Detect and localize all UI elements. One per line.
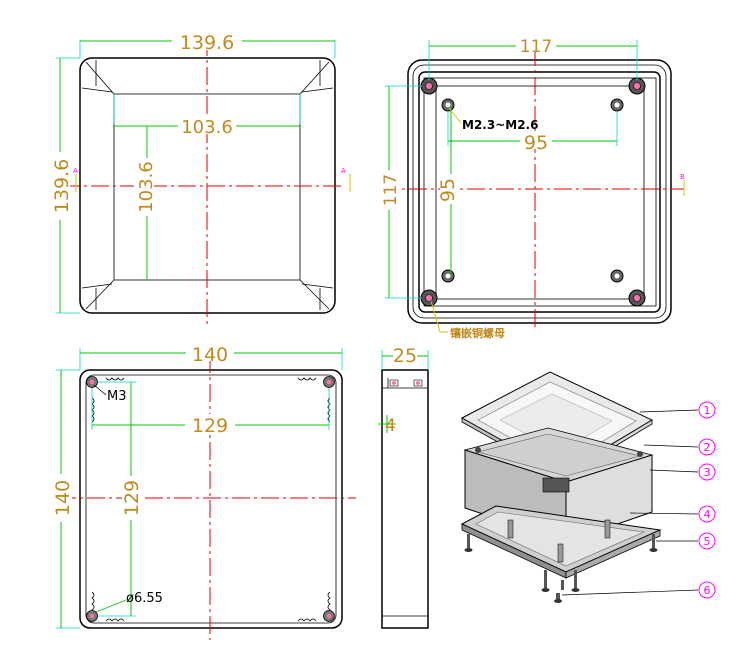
corner-boss-top-right (628, 77, 646, 95)
pcb-mount-hole-bottom-left (441, 269, 455, 283)
bottom-view-height-dimension: 140 (52, 480, 74, 516)
pcb-mount-hole-top-left (441, 98, 455, 112)
open-view-screw-spec: M2.3~M2.6 (462, 118, 538, 132)
top-view-height-dimension: 139.6 (51, 159, 73, 213)
svg-text:5: 5 (704, 535, 711, 548)
part-bubble-1: 1 (698, 401, 716, 419)
svg-text:2: 2 (704, 441, 711, 454)
pcb-mount-hole-top-right (610, 98, 624, 112)
bottom-view-hole-spacing-y: 129 (121, 480, 143, 516)
top-view: 139.6 139.6 103.6 103.6 A A (50, 32, 351, 326)
side-view-outline (381, 369, 429, 629)
svg-text:4: 4 (704, 508, 711, 521)
part-bubble-2: 2 (698, 438, 716, 456)
section-mark-a-right: A (341, 167, 346, 175)
part-bubble-3: 3 (698, 463, 716, 481)
top-view-inner-width-dimension: 103.6 (181, 117, 233, 138)
corner-boss-top-left (420, 77, 438, 95)
side-view: 25 4 (378, 344, 429, 629)
bottom-view-width-dimension: 140 (192, 344, 228, 366)
section-mark-a-left: A (73, 167, 78, 175)
bottom-screw-hole-bottom-left (86, 610, 98, 622)
svg-text:6: 6 (704, 584, 711, 597)
open-view-outer-wall (407, 59, 672, 324)
section-mark-b: B (680, 173, 685, 181)
exploded-screws (464, 534, 658, 603)
bottom-view-screw-spec: M3 (107, 389, 127, 404)
bottom-screw-hole-bottom-right (323, 610, 335, 622)
bottom-view: 140 140 129 129 M3 ø6.55 (52, 343, 356, 640)
bottom-view-hole-spacing-x: 129 (192, 415, 228, 437)
exploded-view: 1 2 3 4 5 6 (460, 371, 716, 603)
part-bubble-4: 4 (698, 505, 716, 523)
open-view-hole-spacing-y: 95 (437, 178, 459, 202)
corner-boss-bottom-left (420, 289, 438, 307)
side-view-depth-dimension: 25 (393, 345, 417, 367)
svg-text:1: 1 (704, 404, 711, 417)
open-view-height-dimension: 117 (381, 174, 401, 206)
open-view-width-dimension: 117 (520, 37, 552, 57)
exploded-base-plate (460, 505, 662, 579)
bottom-screw-hole-top-right (323, 376, 335, 388)
copper-insert-note: 镶嵌铜螺母 (450, 326, 505, 340)
open-view-hole-spacing-x: 95 (524, 132, 548, 154)
open-view: 117 117 95 95 M2.3~M2.6 镶嵌铜螺母 B (380, 36, 685, 340)
side-view-wall-dimension: 4 (385, 416, 396, 436)
part-bubble-6: 6 (698, 581, 716, 599)
top-view-width-dimension: 139.6 (180, 32, 234, 54)
corner-boss-bottom-right (628, 289, 646, 307)
pcb-mount-hole-bottom-right (610, 269, 624, 283)
bottom-screw-hole-top-left (86, 376, 98, 388)
bottom-view-hole-diameter: ø6.55 (126, 591, 163, 606)
part-bubble-5: 5 (698, 532, 716, 550)
svg-text:3: 3 (704, 466, 711, 479)
bottom-view-outline (79, 369, 343, 629)
top-view-inner-height-dimension: 103.6 (136, 161, 157, 213)
